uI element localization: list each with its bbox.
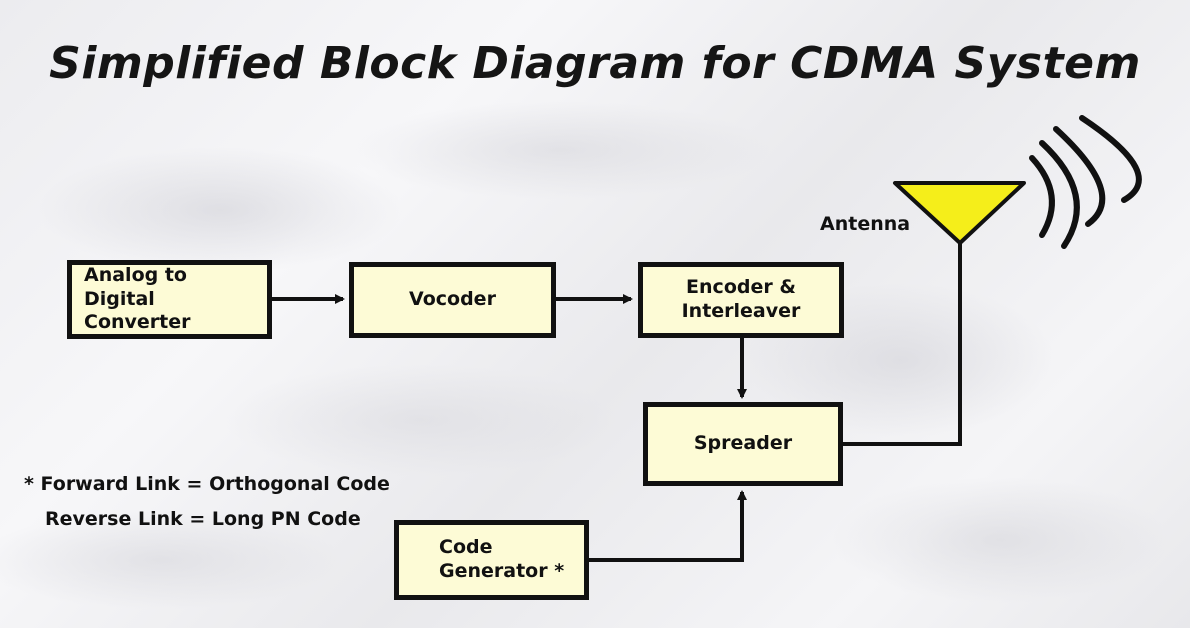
adc-block: Analog to Digital Converter xyxy=(67,260,272,339)
antenna-icon xyxy=(893,181,1026,245)
diagram-title: Simplified Block Diagram for CDMA System xyxy=(49,38,1141,89)
wire-spreader-to-antenna xyxy=(842,240,962,446)
arrow-codegen-to-spreader xyxy=(588,490,747,562)
code-generator-block: Code Generator * xyxy=(394,520,589,600)
footnote-reverse-link: Reverse Link = Long PN Code xyxy=(45,508,361,530)
spreader-block: Spreader xyxy=(643,402,843,486)
vocoder-block: Vocoder xyxy=(349,262,556,338)
encoder-interleaver-block: Encoder & Interleaver xyxy=(638,262,844,338)
radio-waves-icon xyxy=(1029,115,1142,249)
antenna-label: Antenna xyxy=(820,213,911,235)
footnote-forward-link: * Forward Link = Orthogonal Code xyxy=(24,473,390,495)
